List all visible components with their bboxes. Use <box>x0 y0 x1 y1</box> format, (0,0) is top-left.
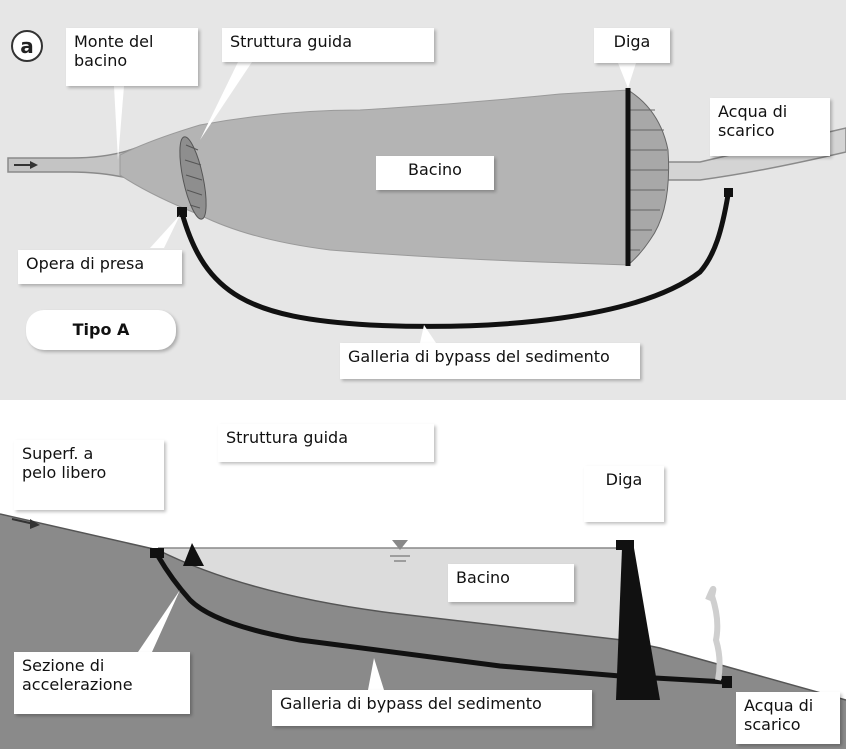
dam-pointer-top <box>618 63 636 88</box>
label-bypass-top: Galleria di bypass del sedimento <box>340 343 640 379</box>
free-surface-pointer <box>138 510 156 545</box>
bypass-pointer-top <box>420 325 436 343</box>
flow-arrow-icon <box>30 161 38 169</box>
label-free-surface: Superf. a pelo libero <box>14 440 164 510</box>
guide-structure-shape <box>179 136 207 220</box>
guide-pointer-top <box>200 62 252 140</box>
label-dam-bottom: Diga <box>584 466 664 522</box>
free-surface-inlet <box>150 548 164 558</box>
dam-sediment-wedge <box>627 89 670 267</box>
guide-structure-hatching <box>184 144 203 209</box>
dam-sediment-hatching <box>630 109 668 251</box>
intake-pointer <box>150 215 180 248</box>
label-upstream: Monte del bacino <box>66 28 198 86</box>
label-reservoir-bottom: Bacino <box>448 564 574 602</box>
water-level-icon <box>392 540 408 550</box>
label-intake: Opera di presa <box>18 250 182 284</box>
guide-pointer-bottom <box>196 462 238 545</box>
dam-crest <box>616 540 634 550</box>
intake-structure <box>177 207 187 217</box>
ground-surface-line <box>0 513 846 701</box>
label-reservoir-top: Bacino <box>376 156 494 190</box>
label-discharge-top: Acqua di scarico <box>710 98 830 156</box>
panel-marker-circle <box>11 30 43 62</box>
dam-pointer-bottom <box>618 522 632 540</box>
upstream-pointer <box>114 86 124 160</box>
label-guide-structure-bottom: Struttura guida <box>218 424 434 462</box>
acceleration-pointer <box>138 590 180 652</box>
label-discharge-bottom: Acqua di scarico <box>736 692 840 744</box>
label-acceleration: Sezione di accelerazione <box>14 652 190 714</box>
tunnel-outlet-section <box>722 676 732 688</box>
inflow-arrow-icon <box>30 519 40 529</box>
dam-section <box>616 548 660 700</box>
tunnel-outlet <box>724 188 733 197</box>
label-type-a: Tipo A <box>26 310 176 350</box>
label-bypass-bottom: Galleria di bypass del sedimento <box>272 690 592 726</box>
bypass-pointer-bottom <box>368 658 384 690</box>
panel-marker-text: a <box>20 34 34 58</box>
downstream-spray <box>705 586 723 681</box>
label-guide-structure-top: Struttura guida <box>222 28 434 62</box>
guide-structure-triangle <box>183 543 204 566</box>
bypass-tunnel-section <box>155 554 727 685</box>
label-dam-top: Diga <box>594 28 670 63</box>
bypass-tunnel-path <box>179 194 731 329</box>
